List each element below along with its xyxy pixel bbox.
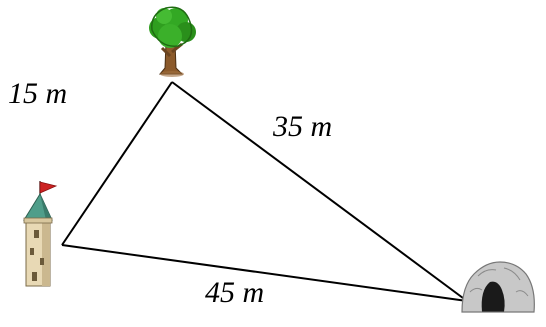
edge-label-tree-cave: 35 m — [273, 110, 333, 143]
cave-icon — [461, 261, 535, 313]
edge-tower-cave — [61, 244, 468, 302]
edge-label-tree-tower: 15 m — [8, 77, 68, 110]
edge-tree-cave — [171, 81, 468, 302]
edge-tree-tower — [61, 81, 173, 246]
edge-label-tower-cave: 45 m — [205, 276, 265, 309]
castle-tower-icon — [23, 181, 58, 287]
tree-icon — [149, 6, 196, 77]
